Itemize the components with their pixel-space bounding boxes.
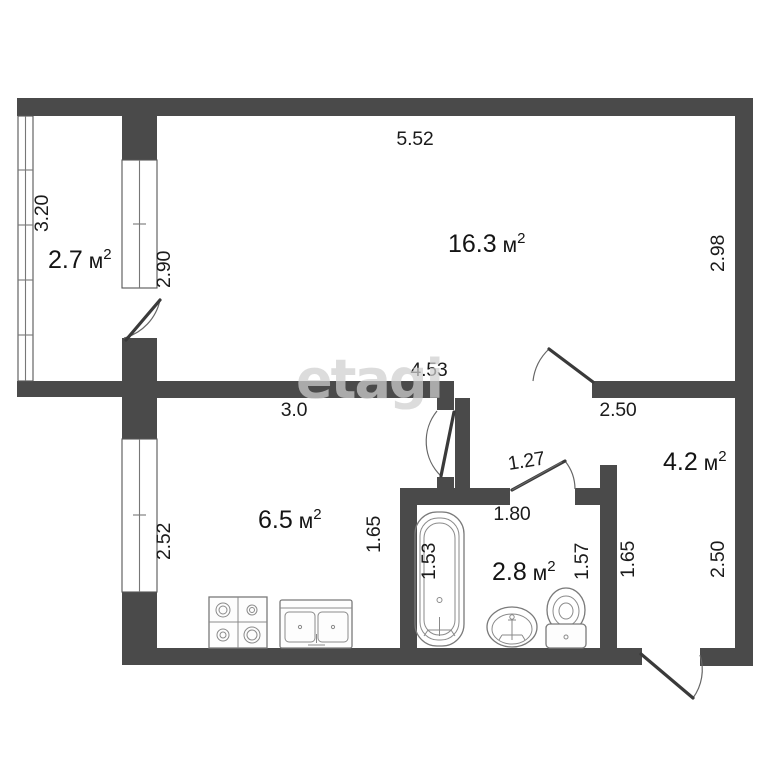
kitchen-area-label: 6.5 м2 xyxy=(258,506,322,534)
dim-living-bottom-width: 4.53 xyxy=(410,359,447,381)
dim-kitchen-top-width: 3.0 xyxy=(281,399,308,421)
dimension-leaders xyxy=(511,461,563,491)
walls-group xyxy=(17,98,753,666)
wall-bathroom-top-left xyxy=(400,488,510,505)
dim-kitchen-left-height: 2.52 xyxy=(153,523,175,560)
balcony-area-sup: 2 xyxy=(103,246,111,263)
hall-area-value: 4.2 xyxy=(663,448,698,476)
hall-area-sup: 2 xyxy=(718,448,726,465)
living-room-area-value: 16.3 xyxy=(448,230,497,258)
wall-balcony-topleft xyxy=(17,98,26,116)
wall-middle-horizontal xyxy=(122,381,452,398)
kitchen-area-value: 6.5 xyxy=(258,506,293,534)
hall-area-label: 4.2 м2 xyxy=(663,448,727,476)
dim-kitchen-right-height: 1.65 xyxy=(363,515,385,553)
wall-bottom-exterior xyxy=(122,648,642,665)
dim-bathroom-left-height: 1.53 xyxy=(418,543,440,580)
living-room-door xyxy=(532,347,595,384)
wall-hall-left xyxy=(600,465,617,665)
wall-entrance-jamb-right xyxy=(700,648,753,666)
wall-middle-horizontal-right xyxy=(592,381,753,398)
balcony-partition-window xyxy=(121,159,158,289)
entrance-door xyxy=(639,652,703,700)
living-room-area-sup: 2 xyxy=(517,230,525,247)
bathroom-area-label: 2.8 м2 xyxy=(492,558,556,586)
dim-balcony-left-height: 3.20 xyxy=(31,194,53,232)
wall-bathroom-left xyxy=(400,488,417,648)
living-room-area-label: 16.3 м2 xyxy=(448,230,525,258)
wall-corridor-left-upper xyxy=(437,381,454,410)
bathroom-area-sup: 2 xyxy=(547,558,555,575)
wall-top-exterior xyxy=(17,98,753,116)
balcony-glazing-window xyxy=(17,115,34,382)
stove-icon xyxy=(208,596,268,649)
balcony-area-value: 2.7 xyxy=(48,246,83,274)
kitchen-area-unit: м xyxy=(299,510,313,533)
living-room-area-unit: м xyxy=(503,234,517,257)
balcony-area-label: 2.7 м2 xyxy=(48,246,112,274)
toilet-icon xyxy=(545,587,587,649)
corridor-door xyxy=(425,410,456,478)
dim-bathroom-right-height: 1.57 xyxy=(571,543,593,580)
dim-balcony-right-height: 2.90 xyxy=(153,250,175,288)
dim-bathroom-top-width: 1.80 xyxy=(493,503,531,525)
dim-hall-left-height: 1.65 xyxy=(617,540,639,578)
balcony-door xyxy=(123,298,162,342)
wall-balcony-partition-upper xyxy=(122,98,157,160)
kitchen-window xyxy=(121,438,158,593)
bathroom-area-value: 2.8 xyxy=(492,558,527,586)
dimension-labels-group: 3.20 2.90 5.52 2.98 4.53 3.0 2.50 2.50 1… xyxy=(31,128,729,580)
windows-group xyxy=(17,115,158,593)
kitchen-sink-icon xyxy=(279,599,353,649)
wall-kitchen-left-upper xyxy=(122,397,157,439)
dim-hall-right-height: 2.50 xyxy=(707,540,729,578)
washbasin-icon xyxy=(486,606,538,648)
dim-hall-top-width: 2.50 xyxy=(599,399,637,421)
kitchen-area-sup: 2 xyxy=(313,506,321,523)
dim-living-top-width: 5.52 xyxy=(396,128,433,150)
hall-area-unit: м xyxy=(704,452,718,475)
bathroom-area-unit: м xyxy=(533,562,547,585)
wall-entrance-jamb-left xyxy=(617,648,642,665)
wall-corridor-right xyxy=(455,398,470,488)
fixtures-group xyxy=(208,511,587,649)
balcony-area-unit: м xyxy=(89,250,103,273)
dim-living-right-height: 2.98 xyxy=(707,235,729,272)
bathtub-icon xyxy=(414,511,465,647)
